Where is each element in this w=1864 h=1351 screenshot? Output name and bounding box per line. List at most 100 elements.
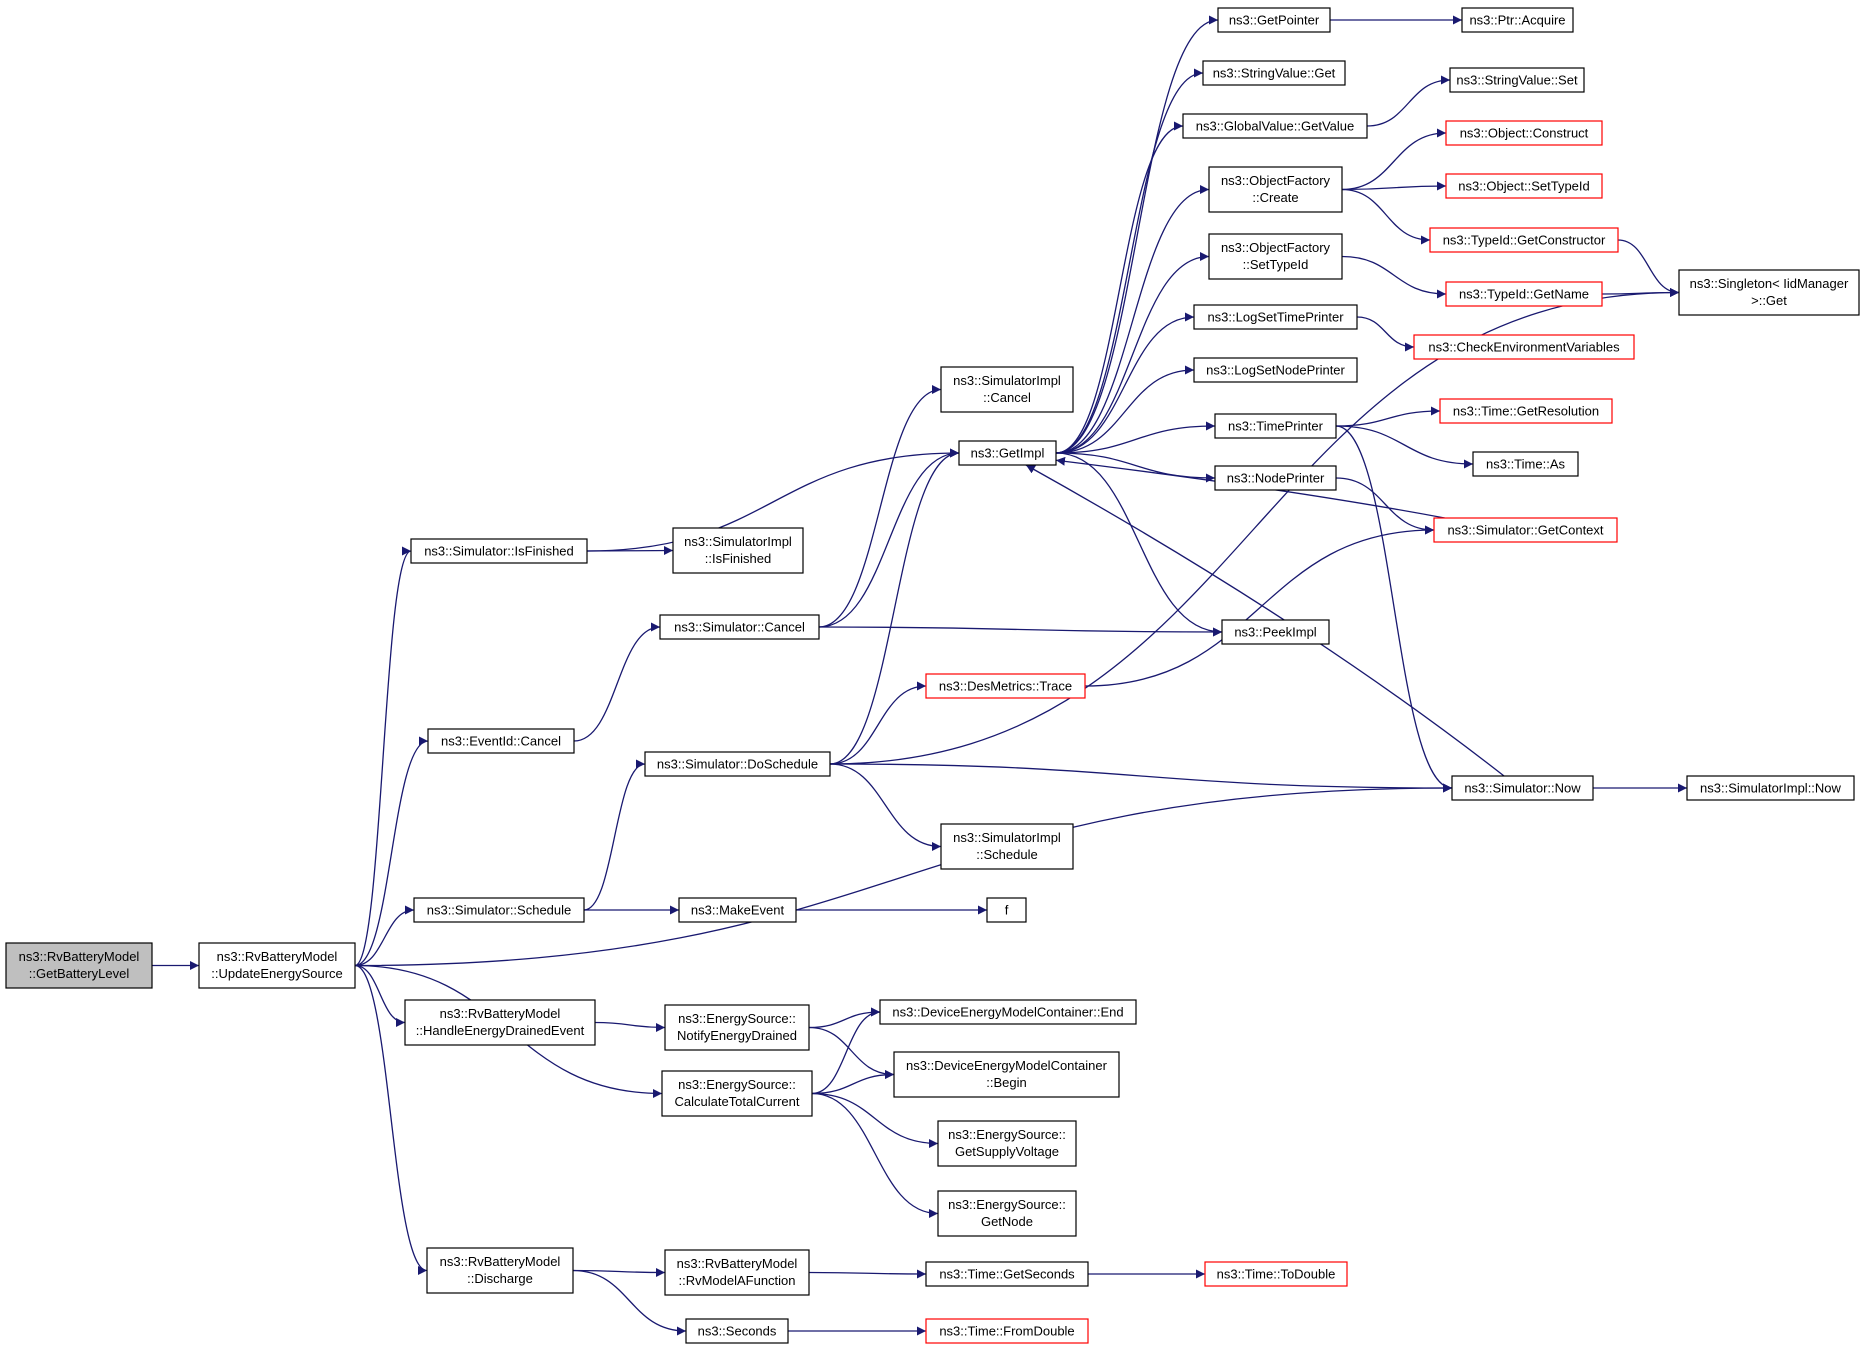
node-label: ns3::Simulator::IsFinished xyxy=(424,544,574,559)
node-label: ns3::RvBatteryModel xyxy=(677,1256,798,1271)
node-nodeprinter[interactable]: ns3::NodePrinter xyxy=(1214,465,1337,491)
node-update[interactable]: ns3::RvBatteryModel::UpdateEnergySource xyxy=(198,942,356,989)
edge-getimpl-to-logsettime xyxy=(1055,312,1195,454)
node-ofsettypeid[interactable]: ns3::ObjectFactory::SetTypeId xyxy=(1208,233,1343,280)
node-root[interactable]: ns3::RvBatteryModel::GetBatteryLevel xyxy=(5,942,153,989)
node-impl-now[interactable]: ns3::SimulatorImpl::Now xyxy=(1686,775,1855,801)
edge-calctotal-to-getnode xyxy=(811,1092,939,1218)
edge-update-to-schedule xyxy=(354,905,415,967)
edge-schedule-to-doschedule xyxy=(583,759,646,911)
node-box xyxy=(1413,334,1635,360)
node-box xyxy=(1221,619,1330,645)
node-typeidgetname[interactable]: ns3::TypeId::GetName xyxy=(1445,281,1603,307)
node-box xyxy=(1433,517,1618,543)
node-label: ns3::Time::GetResolution xyxy=(1453,404,1599,419)
node-box xyxy=(659,614,820,640)
node-impl-schedule[interactable]: ns3::SimulatorImpl::Schedule xyxy=(940,823,1074,870)
node-impl-cancel[interactable]: ns3::SimulatorImpl::Cancel xyxy=(940,366,1074,413)
node-desmetrics[interactable]: ns3::DesMetrics::Trace xyxy=(925,673,1086,699)
node-label: ns3::Time::As xyxy=(1486,457,1565,472)
node-fromdouble[interactable]: ns3::Time::FromDouble xyxy=(925,1318,1089,1344)
node-box xyxy=(1445,173,1603,199)
node-eventcancel[interactable]: ns3::EventId::Cancel xyxy=(427,728,575,754)
node-label: ns3::PeekImpl xyxy=(1234,625,1316,640)
node-label: ns3::RvBatteryModel xyxy=(440,1006,561,1021)
edge-ofsettypeid-to-typeidgetname xyxy=(1341,255,1447,299)
nodes-layer: ns3::RvBatteryModel::GetBatteryLevelns3:… xyxy=(5,7,1860,1344)
node-label: ns3::Time::FromDouble xyxy=(939,1324,1074,1339)
edge-notifydrained-to-demc-end xyxy=(808,1007,881,1029)
node-box xyxy=(937,1120,1077,1167)
node-makeevent[interactable]: ns3::MakeEvent xyxy=(678,897,797,923)
node-getpointer[interactable]: ns3::GetPointer xyxy=(1217,7,1331,33)
node-label: ns3::EnergySource:: xyxy=(678,1077,796,1092)
edge-handledrained-to-notifydrained xyxy=(594,1021,666,1032)
node-timeas[interactable]: ns3::Time::As xyxy=(1472,451,1579,477)
edge-update-to-discharge xyxy=(354,964,428,1275)
node-label: ns3::Time::GetSeconds xyxy=(939,1267,1075,1282)
edge-discharge-to-rvmodela xyxy=(572,1267,666,1277)
edge-timeprinter-to-timeas xyxy=(1335,425,1474,469)
node-getimpl[interactable]: ns3::GetImpl xyxy=(958,440,1057,466)
node-stringset[interactable]: ns3::StringValue::Set xyxy=(1449,67,1585,93)
node-discharge[interactable]: ns3::RvBatteryModel::Discharge xyxy=(426,1247,574,1294)
node-label: ns3::Simulator::GetContext xyxy=(1447,523,1603,538)
node-calctotal[interactable]: ns3::EnergySource::CalculateTotalCurrent xyxy=(661,1070,813,1117)
node-ofcreate[interactable]: ns3::ObjectFactory::Create xyxy=(1208,166,1343,213)
node-stringget[interactable]: ns3::StringValue::Get xyxy=(1202,60,1346,86)
node-demc-begin[interactable]: ns3::DeviceEnergyModelContainer::Begin xyxy=(893,1051,1120,1098)
node-checkenv[interactable]: ns3::CheckEnvironmentVariables xyxy=(1413,334,1635,360)
node-rvmodela[interactable]: ns3::RvBatteryModel::RvModelAFunction xyxy=(664,1249,810,1296)
node-label: ns3::GetImpl xyxy=(971,446,1045,461)
node-label: ns3::StringValue::Get xyxy=(1213,66,1336,81)
node-box xyxy=(1429,227,1619,253)
node-objconstruct[interactable]: ns3::Object::Construct xyxy=(1445,120,1603,146)
node-notifydrained[interactable]: ns3::EnergySource::NotifyEnergyDrained xyxy=(664,1004,810,1051)
node-getnode[interactable]: ns3::EnergySource::GetNode xyxy=(937,1190,1077,1237)
node-label: ns3::DeviceEnergyModelContainer xyxy=(906,1058,1108,1073)
node-label: GetSupplyVoltage xyxy=(955,1144,1059,1159)
node-doschedule[interactable]: ns3::Simulator::DoSchedule xyxy=(644,751,831,777)
node-demc-end[interactable]: ns3::DeviceEnergyModelContainer::End xyxy=(879,999,1137,1025)
node-typeidgetctor[interactable]: ns3::TypeId::GetConstructor xyxy=(1429,227,1619,253)
node-label: ns3::Singleton< IidManager xyxy=(1690,276,1849,291)
node-seconds[interactable]: ns3::Seconds xyxy=(685,1318,789,1344)
node-ptracquire[interactable]: ns3::Ptr::Acquire xyxy=(1461,7,1574,33)
edge-ofcreate-to-objsettypeid xyxy=(1341,181,1447,191)
node-box xyxy=(1439,398,1613,424)
node-box xyxy=(661,1070,813,1117)
node-box xyxy=(958,440,1057,466)
node-supplyvoltage[interactable]: ns3::EnergySource::GetSupplyVoltage xyxy=(937,1120,1077,1167)
node-logsetnode[interactable]: ns3::LogSetNodePrinter xyxy=(1193,357,1358,383)
node-objsettypeid[interactable]: ns3::Object::SetTypeId xyxy=(1445,173,1603,199)
node-isfinished[interactable]: ns3::Simulator::IsFinished xyxy=(410,538,588,564)
node-globalgetvalue[interactable]: ns3::GlobalValue::GetValue xyxy=(1182,113,1368,139)
node-label: ns3::TypeId::GetConstructor xyxy=(1443,233,1606,248)
node-label: ns3::Time::ToDouble xyxy=(1217,1267,1336,1282)
node-handledrained[interactable]: ns3::RvBatteryModel::HandleEnergyDrained… xyxy=(404,999,596,1046)
node-label: ns3::Seconds xyxy=(698,1324,777,1339)
node-todouble[interactable]: ns3::Time::ToDouble xyxy=(1204,1261,1348,1287)
node-schedule[interactable]: ns3::Simulator::Schedule xyxy=(413,897,585,923)
edge-isfinished-to-getimpl xyxy=(586,448,960,552)
node-label: ns3::TypeId::GetName xyxy=(1459,287,1589,302)
node-simgetcontext[interactable]: ns3::Simulator::GetContext xyxy=(1433,517,1618,543)
node-simcancel[interactable]: ns3::Simulator::Cancel xyxy=(659,614,820,640)
node-label: ns3::EventId::Cancel xyxy=(441,734,561,749)
node-f[interactable]: f xyxy=(986,897,1027,923)
node-singleton[interactable]: ns3::Singleton< IidManager>::Get xyxy=(1678,269,1860,316)
edge-isfinished-to-impl-isfinished xyxy=(586,546,674,556)
node-timegetres[interactable]: ns3::Time::GetResolution xyxy=(1439,398,1613,424)
node-getseconds[interactable]: ns3::Time::GetSeconds xyxy=(925,1261,1089,1287)
node-peekimpl[interactable]: ns3::PeekImpl xyxy=(1221,619,1330,645)
node-logsettime[interactable]: ns3::LogSetTimePrinter xyxy=(1193,304,1358,330)
node-simnow[interactable]: ns3::Simulator::Now xyxy=(1451,775,1594,801)
node-timeprinter[interactable]: ns3::TimePrinter xyxy=(1214,413,1337,439)
node-box xyxy=(1204,1261,1348,1287)
edge-getimpl-to-stringget xyxy=(1055,68,1204,454)
node-label: ns3::LogSetNodePrinter xyxy=(1206,363,1345,378)
node-box xyxy=(644,751,831,777)
node-impl-isfinished[interactable]: ns3::SimulatorImpl::IsFinished xyxy=(672,527,804,574)
edge-update-to-isfinished xyxy=(354,546,412,967)
node-box xyxy=(664,1249,810,1296)
